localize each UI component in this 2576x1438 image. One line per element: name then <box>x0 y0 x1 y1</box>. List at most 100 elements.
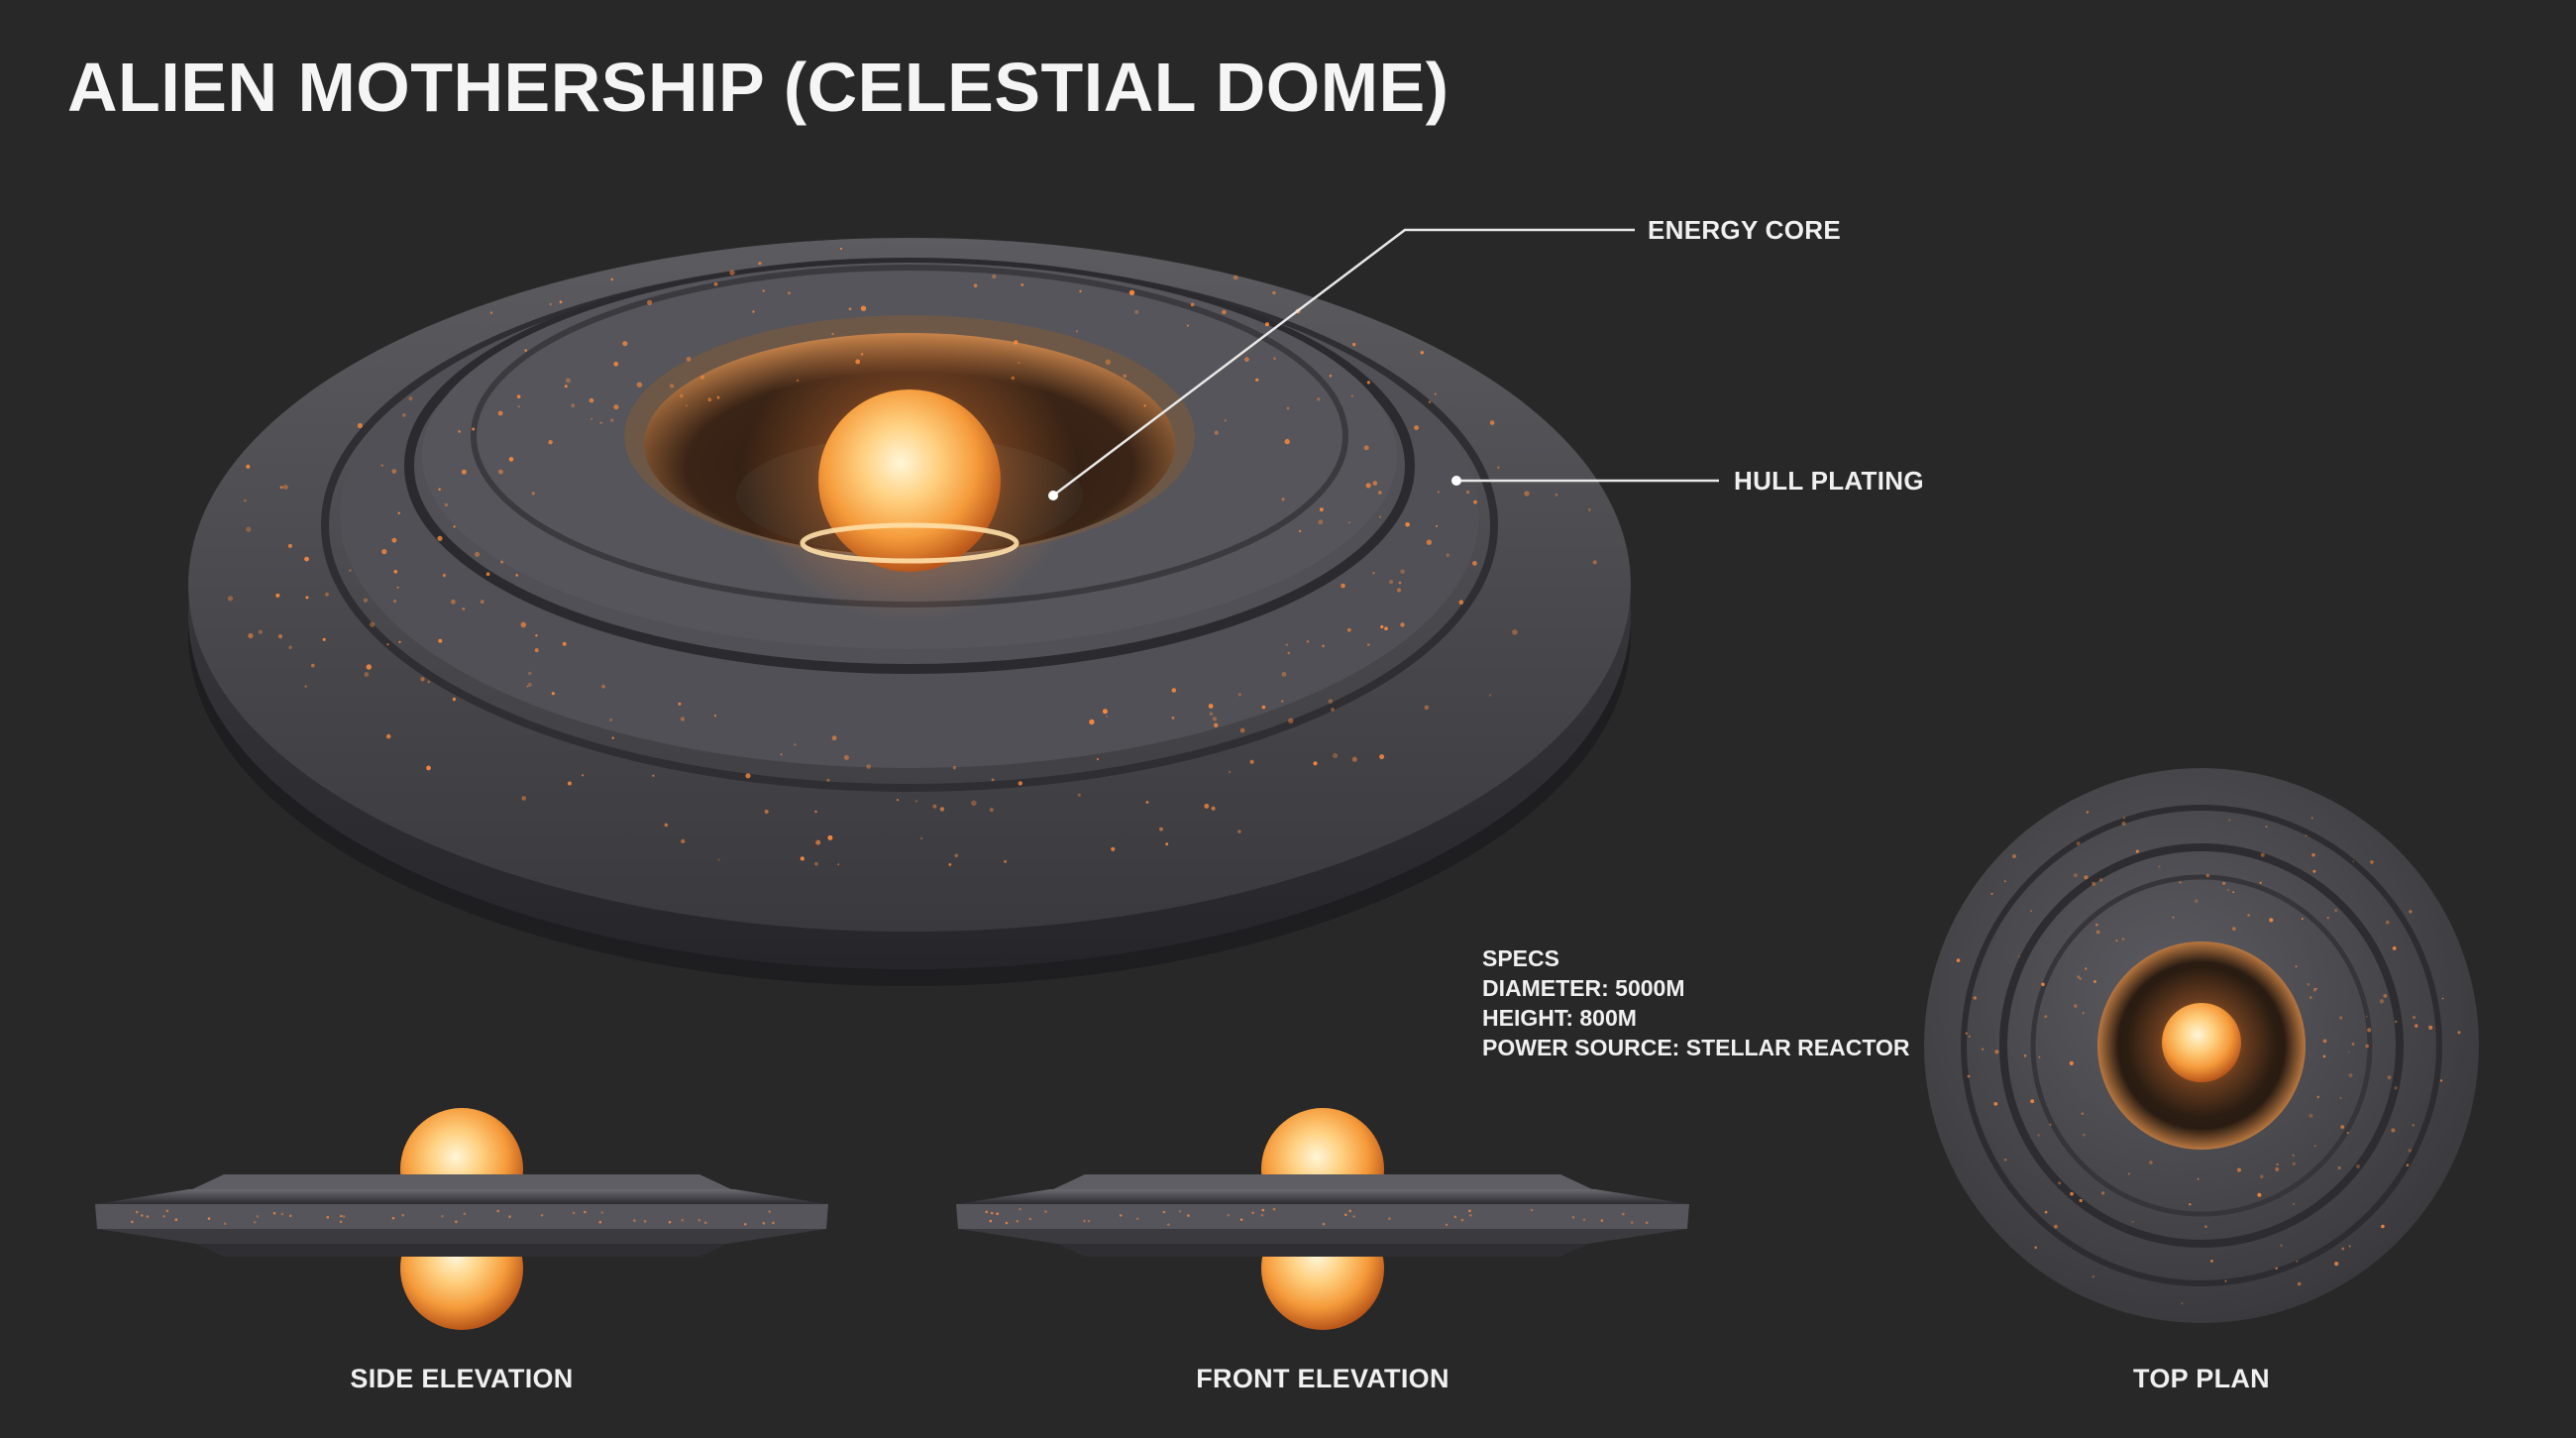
window-light <box>386 643 389 646</box>
window-light <box>559 300 563 304</box>
window-light <box>680 717 686 721</box>
window-light <box>1105 359 1112 365</box>
window-light <box>408 396 413 401</box>
window-light <box>496 1209 499 1213</box>
window-light <box>2259 881 2262 884</box>
window-light <box>1204 804 1210 809</box>
window-light <box>1186 324 1189 327</box>
window-light <box>1405 522 1410 527</box>
window-light <box>703 1221 707 1224</box>
window-light <box>762 289 765 292</box>
window-light <box>610 418 614 422</box>
window-light <box>402 413 406 417</box>
window-light <box>681 1218 685 1222</box>
window-light <box>1261 705 1266 710</box>
window-light <box>1344 1213 1347 1216</box>
window-light <box>636 382 643 388</box>
window-light <box>2237 1167 2241 1172</box>
window-light <box>2037 1134 2040 1137</box>
window-light <box>855 359 861 365</box>
window-light <box>458 430 461 433</box>
window-light <box>420 677 425 682</box>
window-light <box>601 684 605 689</box>
window-light <box>2210 1260 2213 1263</box>
window-light <box>745 773 751 779</box>
window-light <box>2095 930 2100 935</box>
window-light <box>1286 406 1290 410</box>
window-light <box>2079 1198 2083 1203</box>
window-light <box>1265 322 1269 327</box>
window-light <box>1489 420 1495 425</box>
window-light <box>2030 1099 2035 1104</box>
energy-core-sphere <box>818 389 1001 572</box>
window-light <box>2041 982 2045 987</box>
top-ring-2 <box>1999 843 2404 1248</box>
window-light <box>1400 622 1405 627</box>
front-hull-band <box>956 1204 1689 1229</box>
window-light <box>342 1215 346 1218</box>
window-light <box>780 753 783 756</box>
window-light <box>2086 811 2090 814</box>
spec-diameter: DIAMETER: 5000M <box>1482 975 1685 1001</box>
window-light <box>2394 1020 2398 1024</box>
window-light <box>2098 878 2103 882</box>
window-light <box>256 1215 260 1218</box>
front-lower-deck <box>958 1229 1687 1244</box>
window-light <box>2093 980 2096 983</box>
window-light <box>396 586 399 589</box>
window-light <box>146 1215 150 1218</box>
window-light <box>1600 1219 1604 1222</box>
window-light <box>1134 309 1139 314</box>
window-light <box>600 1211 604 1214</box>
window-light <box>831 735 837 741</box>
window-light <box>2379 999 2385 1004</box>
window-light <box>992 274 997 279</box>
window-light <box>1968 1035 1972 1039</box>
window-light <box>2034 1246 2037 1250</box>
window-light <box>1119 1214 1123 1217</box>
window-light <box>589 397 594 403</box>
window-light <box>2275 1166 2280 1171</box>
window-light <box>1473 499 1477 504</box>
window-light <box>524 349 527 352</box>
window-light <box>2079 977 2082 980</box>
window-light <box>2415 1024 2418 1028</box>
window-light <box>339 1220 343 1224</box>
window-light <box>1272 1207 1276 1211</box>
window-light <box>2367 1028 2372 1033</box>
window-light <box>1244 357 1249 363</box>
window-light <box>1306 640 1310 643</box>
window-light <box>2179 881 2182 884</box>
window-light <box>1079 289 1082 293</box>
window-light <box>280 1212 284 1216</box>
window-light <box>919 836 923 840</box>
window-light <box>2094 923 2098 927</box>
window-light <box>788 291 791 295</box>
window-light <box>815 839 821 845</box>
hull-plating-label: HULL PLATING <box>1734 466 1924 496</box>
window-light <box>549 302 552 306</box>
window-light <box>2121 938 2125 940</box>
window-light <box>2073 873 2078 878</box>
window-light <box>664 823 669 828</box>
window-light <box>826 778 830 782</box>
window-light <box>686 357 692 362</box>
window-light <box>989 1219 993 1223</box>
window-light <box>1512 629 1518 635</box>
window-light <box>2351 1043 2355 1046</box>
window-light <box>288 645 292 649</box>
window-light <box>2222 881 2226 886</box>
window-light <box>1372 481 1378 486</box>
window-light <box>1424 705 1430 711</box>
window-light <box>258 629 264 634</box>
window-light <box>515 574 518 577</box>
window-light <box>2322 1039 2327 1044</box>
window-light <box>1592 560 1597 565</box>
window-light <box>2381 1224 2385 1229</box>
window-light <box>1287 651 1291 655</box>
window-light <box>1075 330 1079 333</box>
window-light <box>1214 722 1219 727</box>
window-light <box>1365 483 1371 489</box>
window-light <box>2311 853 2315 857</box>
window-light <box>1260 1213 1264 1217</box>
